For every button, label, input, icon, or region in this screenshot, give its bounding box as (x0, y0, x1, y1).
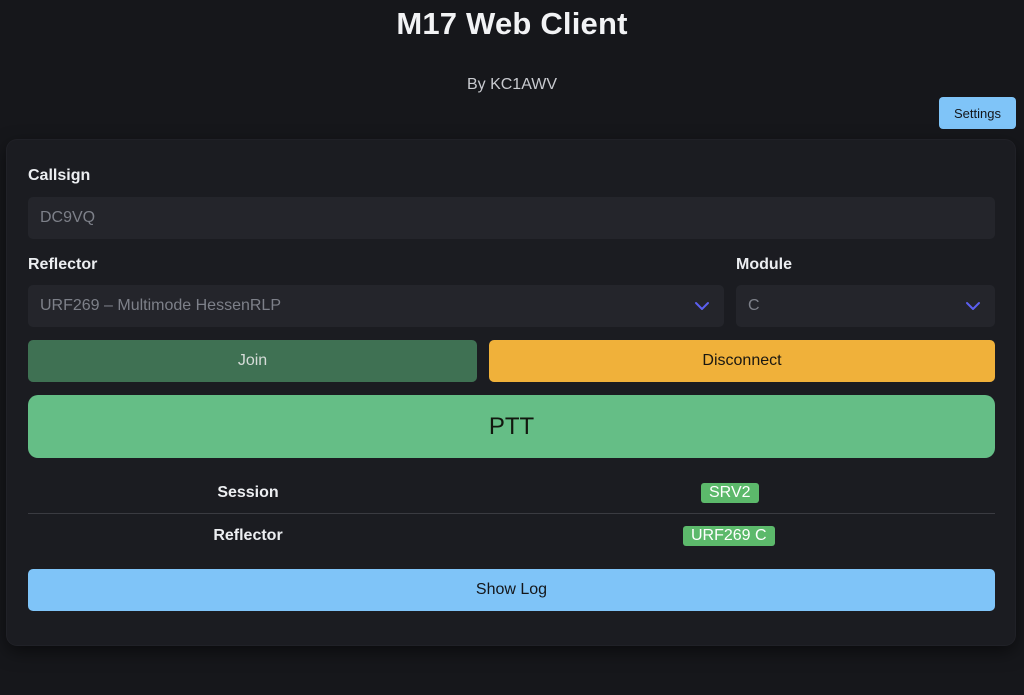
author-byline: By KC1AWV (466, 76, 558, 93)
client-card: Callsign Reflector URF269 – Multimode He… (7, 140, 1015, 645)
join-button[interactable]: Join (28, 340, 477, 382)
chevron-down-icon (695, 302, 709, 310)
reflector-label: Reflector (28, 256, 98, 273)
disconnect-button[interactable]: Disconnect (489, 340, 995, 382)
page-title: M17 Web Client (396, 6, 628, 41)
reflector-status-label: Reflector (213, 527, 283, 544)
settings-button[interactable]: Settings (939, 97, 1016, 129)
session-label: Session (217, 484, 279, 501)
reflector-select-value: URF269 – Multimode HessenRLP (40, 297, 281, 314)
status-divider (28, 513, 995, 514)
ptt-button[interactable]: PTT (28, 395, 995, 458)
module-label: Module (736, 256, 792, 273)
chevron-down-icon (966, 302, 980, 310)
reflector-select[interactable]: URF269 – Multimode HessenRLP (28, 285, 724, 327)
reflector-status-badge: URF269 C (683, 526, 775, 546)
show-log-button[interactable]: Show Log (28, 569, 995, 611)
session-badge: SRV2 (701, 483, 759, 503)
module-select-value: C (748, 297, 760, 314)
module-select[interactable]: C (736, 285, 995, 327)
callsign-input[interactable] (28, 197, 995, 239)
callsign-label: Callsign (28, 167, 91, 184)
